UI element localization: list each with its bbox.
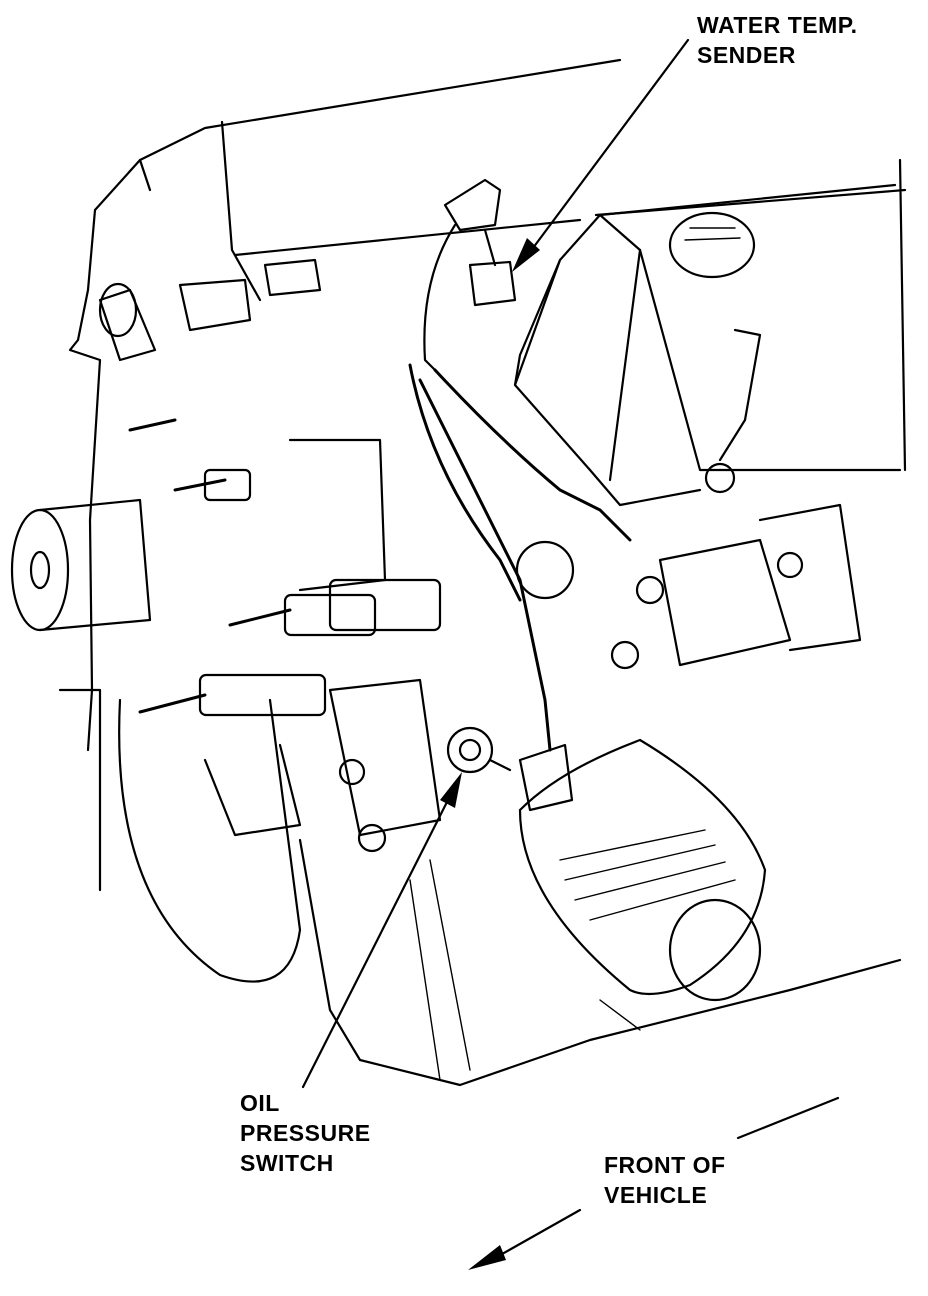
- water-outlet: [10, 282, 157, 632]
- wiring-harness: [408, 363, 632, 812]
- oil-pressure-switch-line-1: OIL: [240, 1090, 280, 1116]
- engine-block: [58, 58, 907, 1087]
- front-of-vehicle-label: FRONT OF VEHICLE: [604, 1150, 726, 1210]
- front-of-vehicle-line-1: FRONT OF: [604, 1152, 726, 1178]
- front-of-vehicle-line-2: VEHICLE: [604, 1182, 708, 1208]
- water-temp-sender-line-2: SENDER: [697, 42, 796, 68]
- oil-pressure-switch-label: OIL PRESSURE SWITCH: [240, 1088, 371, 1178]
- oil-filter: [446, 726, 767, 1002]
- water-temp-sender-part: [423, 178, 517, 377]
- pulley: [118, 698, 302, 983]
- valve-cover: [513, 183, 902, 507]
- water-temp-sender-label: WATER TEMP. SENDER: [697, 10, 858, 70]
- water-temp-sender-line-1: WATER TEMP.: [697, 12, 858, 38]
- oil-pressure-switch-line-3: SWITCH: [240, 1150, 334, 1176]
- leader-arrows: [301, 38, 840, 1270]
- oil-pressure-switch-line-2: PRESSURE: [240, 1120, 371, 1146]
- bolts: [128, 418, 442, 717]
- brackets: [178, 258, 862, 853]
